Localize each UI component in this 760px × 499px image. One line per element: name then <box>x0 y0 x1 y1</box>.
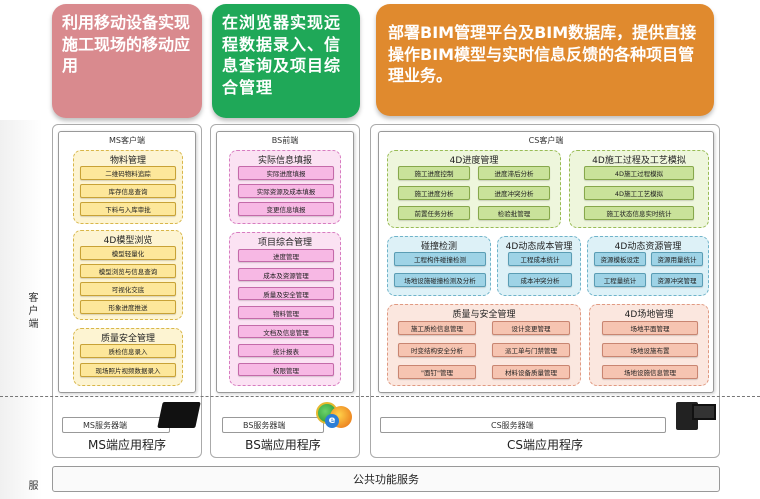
cs-header-banner: 部署BIM管理平台及BIM数据库，提供直接操作BIM模型与实时信息反馈的各种项目… <box>376 4 714 116</box>
cs-item[interactable]: 场地设施布置 <box>602 343 698 357</box>
bs-group-manage: 项目综合管理 进度管理 成本及资源管理 质量及安全管理 物料管理 文档及信息管理… <box>229 232 341 386</box>
cs-group-clash: 碰撞检测 工程构件碰撞检测 场地设施碰撞检测及分析 <box>387 236 491 296</box>
cs-item[interactable]: 成本冲突分析 <box>508 273 572 287</box>
left-gradient-bar <box>0 120 42 499</box>
cs-item[interactable]: 施工状态信息实时统计 <box>584 206 694 220</box>
ms-header-banner: 利用移动设备实现施工现场的移动应用 <box>52 4 202 118</box>
cs-group-title: 碰撞检测 <box>420 242 457 252</box>
cs-item[interactable]: 时变结构安全分析 <box>398 343 476 357</box>
cs-item[interactable]: 场地平面管理 <box>602 321 698 335</box>
ms-app-label: MS端应用程序 <box>88 438 166 452</box>
cs-server-box: CS服务器端 <box>380 417 666 433</box>
cs-item[interactable]: 检验批管理 <box>478 206 550 220</box>
cs-group-resource: 4D动态资源管理 资源模板设定 资源用量统计 工程量统计 资源冲突管理 <box>587 236 709 296</box>
ms-group-title: 物料管理 <box>109 156 146 166</box>
cs-item[interactable]: 进度滞后分析 <box>478 166 550 180</box>
bs-app-label: BS端应用程序 <box>245 438 321 452</box>
bs-item[interactable]: 变更信息填报 <box>238 202 334 216</box>
cs-item[interactable]: 派工单与门禁管理 <box>492 343 570 357</box>
tablet-icon <box>157 402 201 428</box>
client-server-divider <box>0 396 760 397</box>
bs-server-box: BS服务器端 <box>222 417 324 433</box>
cs-item[interactable]: 资源用量统计 <box>651 252 703 266</box>
bs-item[interactable]: 质量及安全管理 <box>238 287 334 300</box>
cs-group-quality: 质量与安全管理 施工质检信息管理 设计变更管理 时变结构安全分析 派工单与门禁管… <box>387 304 581 386</box>
public-services-bar: 公共功能服务 <box>52 466 720 492</box>
ms-item[interactable]: 可视化交底 <box>80 282 176 296</box>
ie-icon: e <box>325 414 339 428</box>
ms-server-box: MS服务器端 <box>62 417 170 433</box>
bs-item[interactable]: 物料管理 <box>238 306 334 319</box>
cs-client-title: CS客户端 <box>528 136 564 145</box>
cs-item[interactable]: 4D施工工艺模拟 <box>584 186 694 200</box>
ms-item[interactable]: 二维码物料追踪 <box>80 166 176 180</box>
cs-item[interactable]: 材料设备质量管理 <box>492 365 570 379</box>
cs-group-title: 质量与安全管理 <box>452 310 516 320</box>
cs-group-process: 4D施工过程及工艺模拟 4D施工过程模拟 4D施工工艺模拟 施工状态信息实时统计 <box>569 150 709 228</box>
ms-item[interactable]: 下料与入库审批 <box>80 202 176 216</box>
bs-group-title: 项目综合管理 <box>257 238 312 248</box>
server-side-label: 服 <box>26 480 37 493</box>
cs-group-title: 4D场地管理 <box>624 310 674 320</box>
cs-group-title: 4D动态成本管理 <box>505 242 573 252</box>
bs-item[interactable]: 进度管理 <box>238 249 334 262</box>
ms-item[interactable]: 现场照片视频数据录入 <box>80 363 176 377</box>
ms-item[interactable]: 模型浏览与信息查询 <box>80 264 176 278</box>
cs-item[interactable]: 资源模板设定 <box>594 252 646 266</box>
cs-group-cost: 4D动态成本管理 工程成本统计 成本冲突分析 <box>497 236 581 296</box>
cs-item[interactable]: 场地设施碰撞检测及分析 <box>394 273 486 287</box>
bs-header-banner: 在浏览器实现远程数据录入、信息查询及项目综合管理 <box>212 4 360 118</box>
bs-client-title: BS前端 <box>271 136 299 145</box>
cs-client-box: CS客户端 4D进度管理 施工进度控制 进度滞后分析 施工进度分析 进度冲突分析… <box>378 131 714 393</box>
cs-item[interactable]: 设计变更管理 <box>492 321 570 335</box>
cs-item[interactable]: 工程构件碰撞检测 <box>394 252 486 266</box>
ms-group-title: 质量安全管理 <box>100 334 155 344</box>
cs-item[interactable]: 施工进度控制 <box>398 166 470 180</box>
cs-item[interactable]: 4D施工过程模拟 <box>584 166 694 180</box>
cs-group-title: 4D动态资源管理 <box>614 242 682 252</box>
ms-group-title: 4D模型浏览 <box>103 236 153 246</box>
bs-group-title: 实际信息填报 <box>257 156 312 166</box>
bs-item[interactable]: 实际资源及成本填报 <box>238 184 334 198</box>
ms-group-quality: 质量安全管理 质检信息录入 现场照片视频数据录入 <box>73 328 183 386</box>
cs-app-label: CS端应用程序 <box>507 438 583 452</box>
ms-client-box: MS客户端 物料管理 二维码物料追踪 库存信息查询 下料与入库审批 4D模型浏览… <box>58 131 196 393</box>
ms-item[interactable]: 形象进度推送 <box>80 300 176 314</box>
cs-item[interactable]: 前置任务分析 <box>398 206 470 220</box>
bs-item[interactable]: 权限管理 <box>238 363 334 376</box>
cs-group-progress: 4D进度管理 施工进度控制 进度滞后分析 施工进度分析 进度冲突分析 前置任务分… <box>387 150 561 228</box>
monitor-icon <box>692 404 716 420</box>
ms-item[interactable]: 模型轻量化 <box>80 246 176 260</box>
cs-item[interactable]: 施工进度分析 <box>398 186 470 200</box>
ms-item[interactable]: 质检信息录入 <box>80 344 176 358</box>
bs-item[interactable]: 统计报表 <box>238 344 334 357</box>
bs-client-box: BS前端 实际信息填报 实际进度填报 实际资源及成本填报 变更信息填报 项目综合… <box>216 131 354 393</box>
bs-item[interactable]: 实际进度填报 <box>238 166 334 180</box>
cs-group-title: 4D施工过程及工艺模拟 <box>592 156 686 166</box>
bs-group-fill: 实际信息填报 实际进度填报 实际资源及成本填报 变更信息填报 <box>229 150 341 224</box>
ms-client-title: MS客户端 <box>109 136 145 145</box>
cs-item[interactable]: 工程量统计 <box>594 273 646 287</box>
bs-item[interactable]: 文档及信息管理 <box>238 325 334 338</box>
ms-item[interactable]: 库存信息查询 <box>80 184 176 198</box>
bs-item[interactable]: 成本及资源管理 <box>238 268 334 281</box>
cs-group-title: 4D进度管理 <box>449 156 499 166</box>
client-side-label: 客户端 <box>26 292 37 331</box>
cs-item[interactable]: 工程成本统计 <box>508 252 572 266</box>
cs-group-site: 4D场地管理 场地平面管理 场地设施布置 场地设施信息管理 <box>589 304 709 386</box>
ms-group-material: 物料管理 二维码物料追踪 库存信息查询 下料与入库审批 <box>73 150 183 224</box>
cs-item[interactable]: "面钉"管理 <box>398 365 476 379</box>
cs-item[interactable]: 场地设施信息管理 <box>602 365 698 379</box>
cs-item[interactable]: 资源冲突管理 <box>651 273 703 287</box>
cs-item[interactable]: 施工质检信息管理 <box>398 321 476 335</box>
cs-item[interactable]: 进度冲突分析 <box>478 186 550 200</box>
ms-group-model: 4D模型浏览 模型轻量化 模型浏览与信息查询 可视化交底 形象进度推送 <box>73 230 183 320</box>
